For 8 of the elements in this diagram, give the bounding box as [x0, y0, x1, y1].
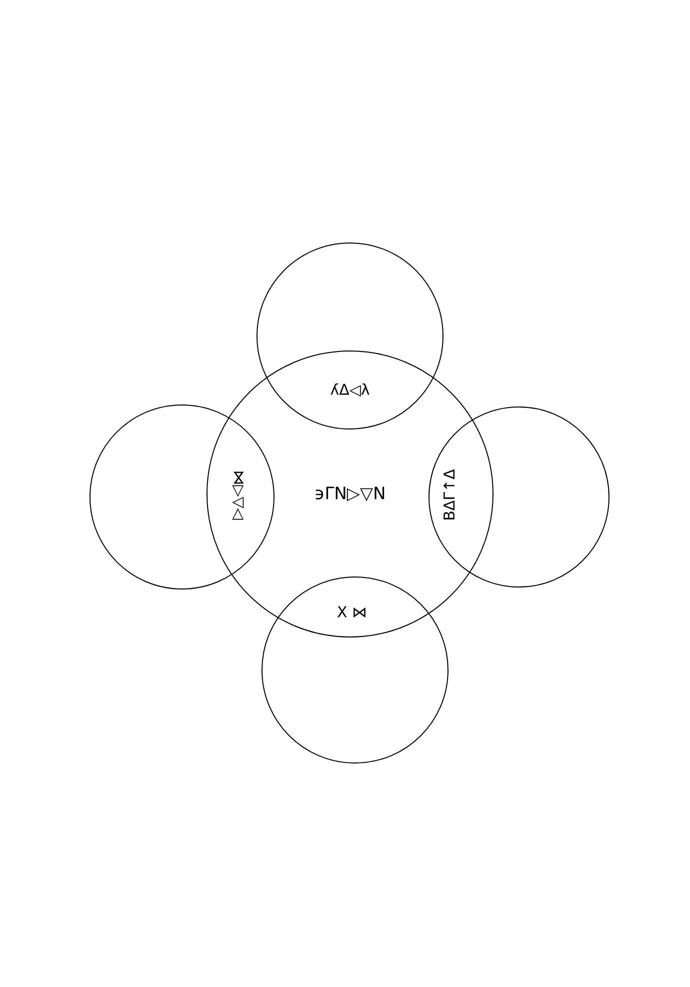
circle: [262, 576, 448, 764]
circle: [256, 242, 444, 430]
lens-label: ⋈▷▽◁: [232, 472, 244, 520]
lens-label: BΔΓ↑Δ: [444, 469, 454, 520]
circle: [90, 404, 274, 590]
lens-label: ʎΔ◁λ: [330, 383, 370, 397]
circle: [428, 406, 610, 588]
lens-label: X ⋈: [337, 606, 366, 618]
